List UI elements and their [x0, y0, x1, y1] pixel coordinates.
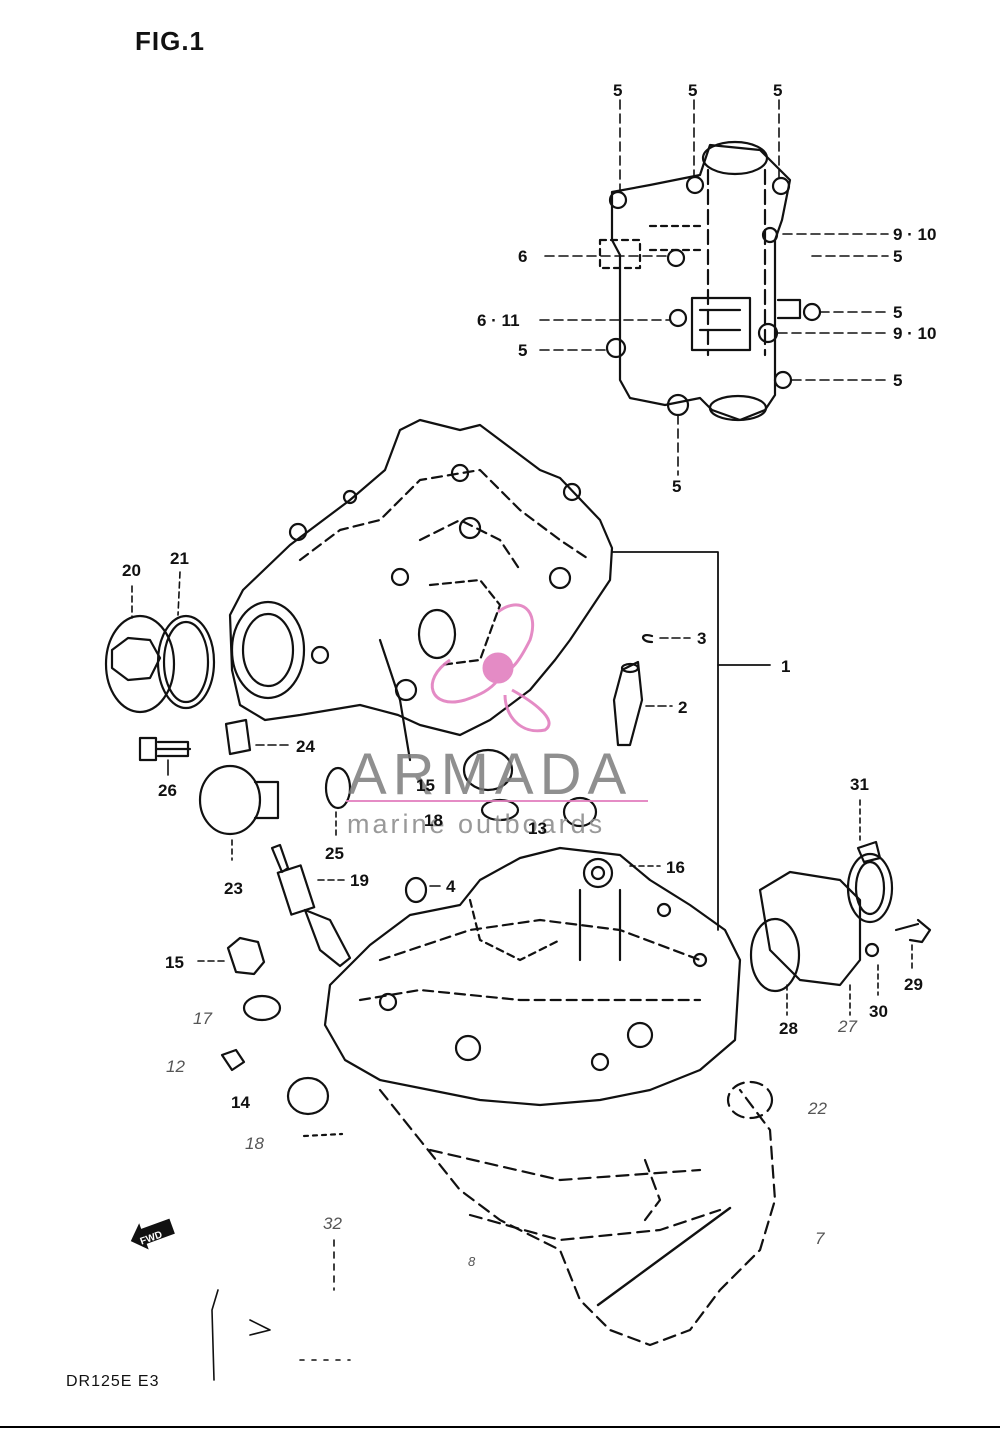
callout-25: 25: [325, 844, 344, 863]
spark-plug-19-drawing: [270, 843, 352, 968]
cylinder-head-top-drawing: [228, 418, 614, 762]
callout-32: 32: [323, 1214, 342, 1233]
callout-20: 20: [122, 561, 141, 580]
watermark-logo: [346, 603, 648, 802]
callout-6-11: 6 · 11: [477, 311, 520, 330]
callout-18: 18: [424, 811, 443, 830]
bracket-1: [611, 551, 771, 931]
callout-17: 17: [193, 1009, 212, 1028]
callout-4: 4: [446, 877, 456, 896]
small-parts-left-drawing: [220, 936, 344, 1138]
callout-29: 29: [904, 975, 923, 994]
callout-15: 15: [165, 953, 184, 972]
model-code: DR125E E3: [66, 1373, 160, 1390]
fwd-arrow-icon: [130, 1218, 175, 1250]
callout-30: 30: [869, 1002, 888, 1021]
intake-pipe-drawing: [749, 840, 932, 993]
callout-18: 18: [245, 1134, 264, 1153]
callout-3: 3: [697, 629, 707, 648]
callout-5: 5: [688, 81, 698, 100]
callout-13: 13: [528, 819, 547, 838]
bottom-border: [0, 1426, 1000, 1428]
callout-19: 19: [350, 871, 369, 890]
watermark-brand: ARMADA: [348, 742, 633, 807]
callout-21: 21: [170, 549, 189, 568]
cap-and-oring-drawing: [104, 614, 216, 714]
callout-5: 5: [893, 247, 903, 266]
valve-guide-drawing: [612, 634, 654, 747]
callout-14: 14: [231, 1093, 250, 1112]
callout-24: 24: [296, 737, 315, 756]
callout-8: 8: [468, 1254, 476, 1269]
figure-title: FIG.1: [135, 26, 206, 56]
callout-12: 12: [166, 1057, 185, 1076]
bolt-26-drawing: [138, 736, 192, 762]
cylinder-block-drawing: [378, 1080, 777, 1347]
callout-9-10: 9 · 10: [893, 324, 937, 343]
callout-5: 5: [893, 303, 903, 322]
callout-7: 7: [815, 1229, 825, 1248]
head-cover-drawing: [598, 140, 822, 422]
plug-23-drawing: [198, 764, 280, 836]
callout-27: 27: [838, 1017, 857, 1036]
callout-5: 5: [613, 81, 623, 100]
callout-5: 5: [773, 81, 783, 100]
callout-26: 26: [158, 781, 177, 800]
sleeve-4-drawing: [404, 876, 428, 904]
cylinder-head-bottom-drawing: [323, 846, 742, 1107]
callout-15: 15: [416, 776, 435, 795]
callout-31: 31: [850, 775, 869, 794]
callout-5: 5: [893, 371, 903, 390]
callout-9-10: 9 · 10: [893, 225, 937, 244]
callout-2: 2: [678, 698, 688, 717]
callout-23: 23: [224, 879, 243, 898]
callout-6: 6: [518, 247, 528, 266]
watermark-tagline: marine outboards: [347, 809, 606, 839]
callout-5: 5: [672, 477, 682, 496]
callout-5: 5: [518, 341, 528, 360]
clip-24-drawing: [224, 718, 252, 756]
callout-1: 1: [781, 657, 791, 676]
callout-28: 28: [779, 1019, 798, 1038]
cover-leaders: [539, 99, 889, 476]
seal-25-drawing: [324, 766, 352, 810]
callout-22: 22: [808, 1099, 827, 1118]
callout-16: 16: [666, 858, 685, 877]
